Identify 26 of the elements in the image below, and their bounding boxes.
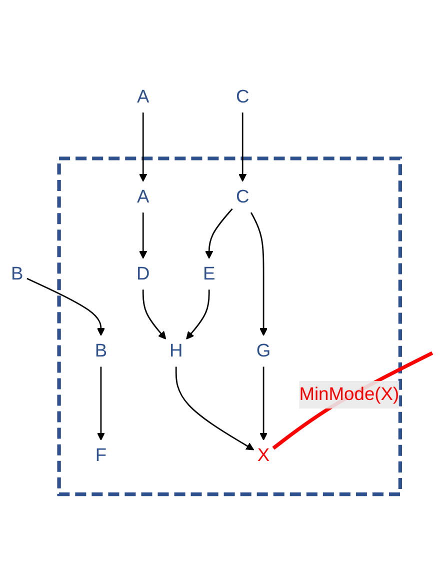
cluster: [57, 156, 402, 496]
node-text: C: [236, 187, 250, 208]
arrow: [142, 290, 166, 340]
node-text: D: [136, 264, 150, 284]
arrow: [260, 366, 268, 441]
node-text: B: [11, 264, 24, 284]
arrow: [26, 278, 105, 336]
arrow: [250, 212, 268, 336]
node-text: A: [136, 187, 150, 208]
arrow: [175, 366, 254, 450]
connector: [272, 352, 434, 450]
node-text: C: [236, 87, 250, 108]
edge-label: MinMode(X): [299, 384, 400, 406]
arrow: [186, 290, 210, 340]
node-text: F: [95, 446, 107, 466]
node-text: E: [202, 264, 216, 284]
node-text: H: [169, 341, 183, 362]
node-text: X: [257, 446, 270, 466]
node-text: A: [136, 87, 150, 108]
arrow: [139, 112, 148, 182]
arrow: [96, 366, 105, 441]
node-text: G: [256, 341, 271, 362]
arrow: [139, 212, 148, 259]
node-text: B: [94, 341, 108, 362]
arrow: [205, 208, 233, 259]
arrow: [238, 112, 247, 182]
